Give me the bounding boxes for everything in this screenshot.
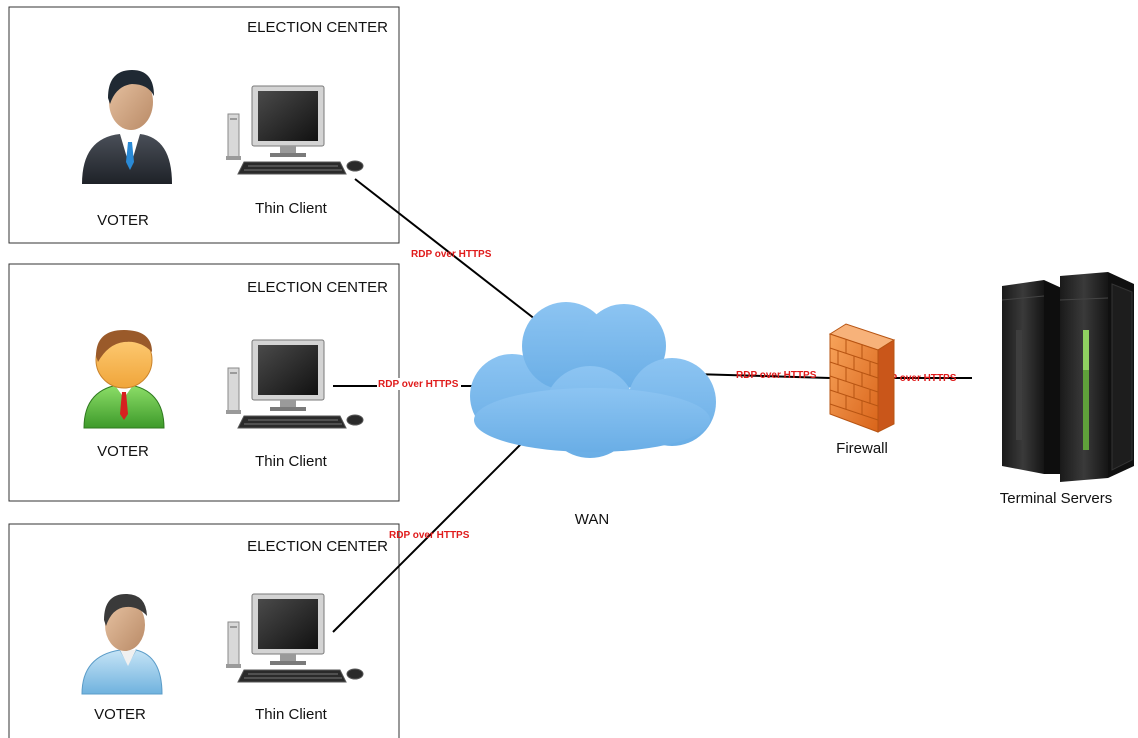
election-center-box-2 <box>8 263 400 502</box>
voter-green-icon <box>83 330 165 429</box>
link-label-firewall-servers: RDP over HTTPS <box>876 373 957 384</box>
link-label-center3: RDP over HTTPS <box>389 530 470 541</box>
link-label-bg-2 <box>377 378 461 390</box>
server-rack-icon <box>1001 272 1134 482</box>
voter-business-icon <box>82 70 172 184</box>
voter-label-2: VOTER <box>97 443 149 460</box>
thin-client-icon-1 <box>225 85 364 175</box>
terminal-servers-label: Terminal Servers <box>1000 490 1113 507</box>
election-center-title-1: ELECTION CENTER <box>247 19 388 36</box>
link-center3-wan <box>332 437 528 633</box>
voter-label-3: VOTER <box>94 706 146 723</box>
election-center-box-1 <box>8 6 400 244</box>
election-center-title-2: ELECTION CENTER <box>247 279 388 296</box>
election-center-box-3 <box>8 523 400 738</box>
cloud-icon <box>470 302 716 458</box>
link-wan-firewall <box>692 373 831 379</box>
firewall-icon <box>828 323 896 433</box>
link-label-center1: RDP over HTTPS <box>411 249 492 260</box>
link-label-wan-firewall: RDP over HTTPS <box>736 370 817 381</box>
thin-client-icon-2 <box>225 339 364 429</box>
election-center-title-3: ELECTION CENTER <box>247 538 388 555</box>
link-label-center2: RDP over HTTPS <box>378 379 459 390</box>
thin-client-label-1: Thin Client <box>255 200 328 217</box>
thin-client-icon-3 <box>225 593 364 683</box>
thin-client-label-2: Thin Client <box>255 453 328 470</box>
voter-label-1: VOTER <box>97 212 149 229</box>
thin-client-label-3: Thin Client <box>255 706 328 723</box>
voter-casual-icon <box>81 594 163 695</box>
wan-label: WAN <box>575 511 609 528</box>
firewall-label: Firewall <box>836 440 888 457</box>
link-center1-wan <box>354 178 550 331</box>
